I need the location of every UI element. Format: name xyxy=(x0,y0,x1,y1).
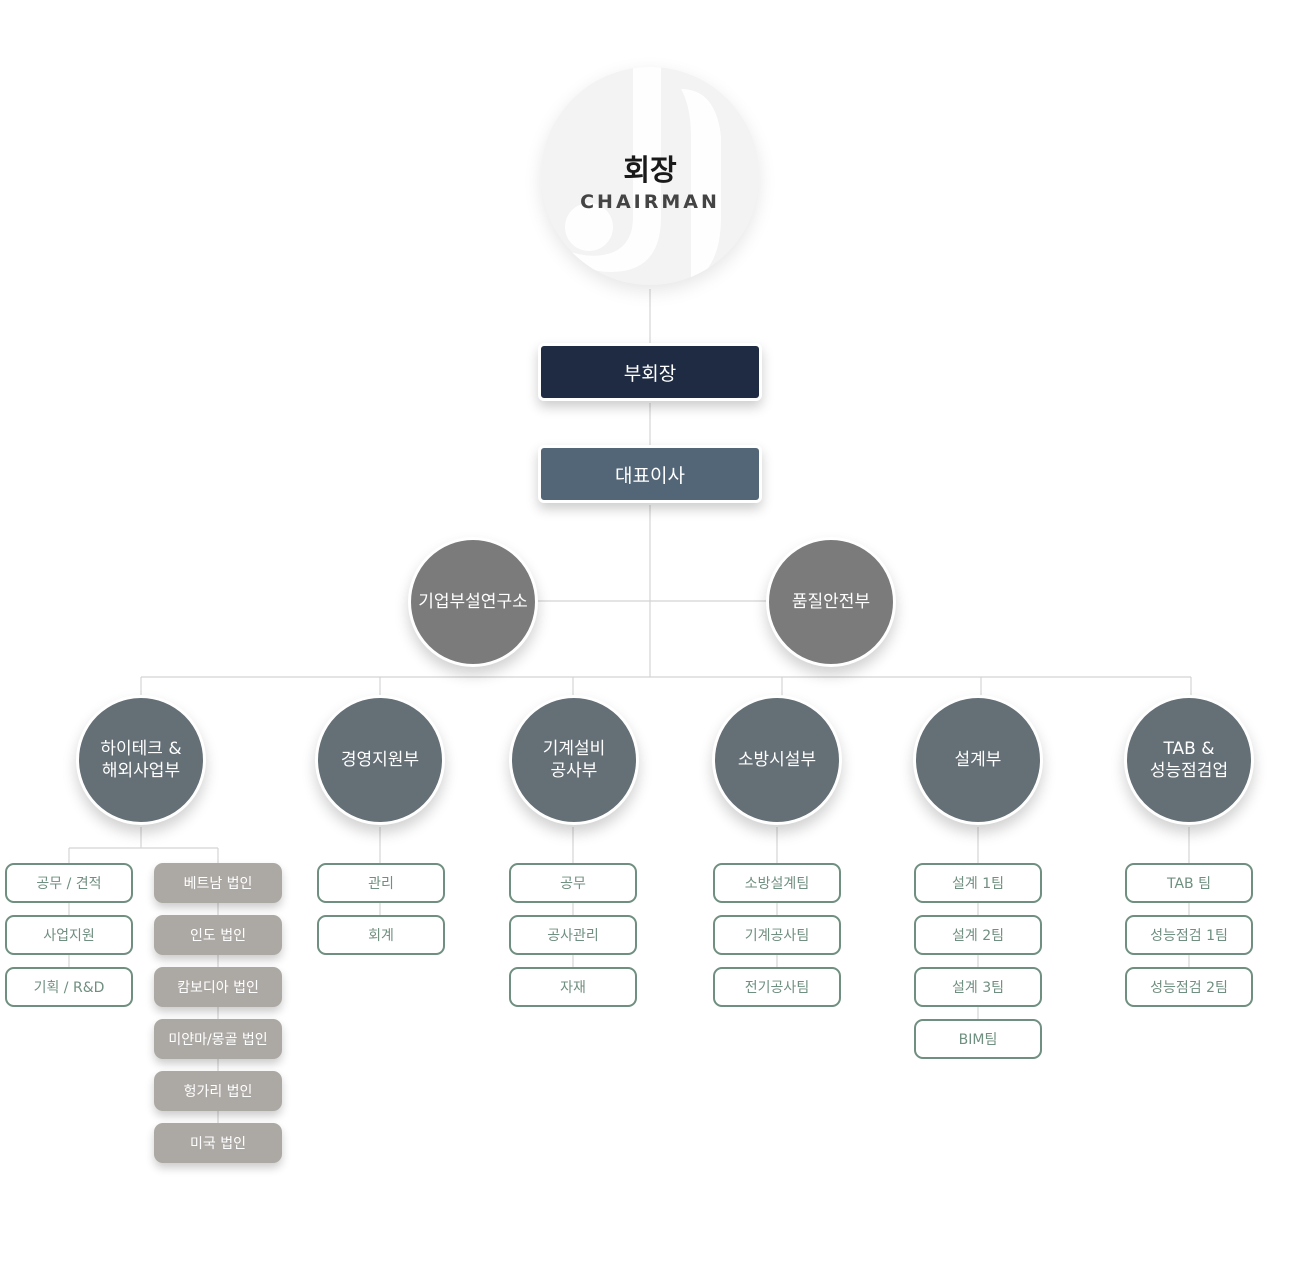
team-node: 기획 / R&D xyxy=(5,967,133,1007)
team-node: 기계공사팀 xyxy=(713,915,841,955)
department-label: 설계부 xyxy=(954,750,1002,770)
team-node: 회계 xyxy=(317,915,445,955)
team-node: 자재 xyxy=(509,967,637,1007)
team-node: 설계 3팀 xyxy=(914,967,1042,1007)
subsidiary-node: 인도 법인 xyxy=(154,915,282,955)
team-node: 공사관리 xyxy=(509,915,637,955)
side-unit-label: 기업부설연구소 xyxy=(418,592,528,612)
subsidiary-node: 헝가리 법인 xyxy=(154,1071,282,1111)
team-node: 성능점검 2팀 xyxy=(1125,967,1253,1007)
subsidiary-node: 미국 법인 xyxy=(154,1123,282,1163)
team-node: 공무 xyxy=(509,863,637,903)
team-node: 사업지원 xyxy=(5,915,133,955)
department-mechanical-construction: 기계설비 공사부 xyxy=(509,695,639,825)
team-node: 설계 1팀 xyxy=(914,863,1042,903)
department-label: TAB & 성능점검업 xyxy=(1149,739,1229,781)
ceo-node: 대표이사 xyxy=(538,445,762,503)
side-unit-label: 품질안전부 xyxy=(791,592,871,612)
team-node: 설계 2팀 xyxy=(914,915,1042,955)
subsidiary-node: 미얀마/몽골 법인 xyxy=(154,1019,282,1059)
subsidiary-node: 베트남 법인 xyxy=(154,863,282,903)
department-fire-protection: 소방시설부 xyxy=(712,695,842,825)
department-label: 기계설비 공사부 xyxy=(542,739,606,781)
side-unit-quality-safety: 품질안전부 xyxy=(766,537,896,667)
department-tab-performance: TAB & 성능점검업 xyxy=(1124,695,1254,825)
department-label: 소방시설부 xyxy=(737,750,817,770)
subsidiary-node: 캄보디아 법인 xyxy=(154,967,282,1007)
team-node: 공무 / 견적 xyxy=(5,863,133,903)
chairman-node: 회장 CHAIRMAN xyxy=(541,67,759,285)
team-node: TAB 팀 xyxy=(1125,863,1253,903)
chairman-subtitle: CHAIRMAN xyxy=(580,191,720,213)
team-node: 전기공사팀 xyxy=(713,967,841,1007)
team-node: 성능점검 1팀 xyxy=(1125,915,1253,955)
department-hitech-overseas: 하이테크 & 해외사업부 xyxy=(76,695,206,825)
team-node: 소방설계팀 xyxy=(713,863,841,903)
department-management-support: 경영지원부 xyxy=(315,695,445,825)
team-node: 관리 xyxy=(317,863,445,903)
company-logo-watermark xyxy=(565,67,721,283)
team-node: BIM팀 xyxy=(914,1019,1042,1059)
vice-chairman-node: 부회장 xyxy=(538,343,762,401)
side-unit-research-lab: 기업부설연구소 xyxy=(408,537,538,667)
department-design: 설계부 xyxy=(913,695,1043,825)
department-label: 경영지원부 xyxy=(340,750,420,770)
chairman-title: 회장 xyxy=(623,153,677,187)
department-label: 하이테크 & 해외사업부 xyxy=(100,739,182,781)
